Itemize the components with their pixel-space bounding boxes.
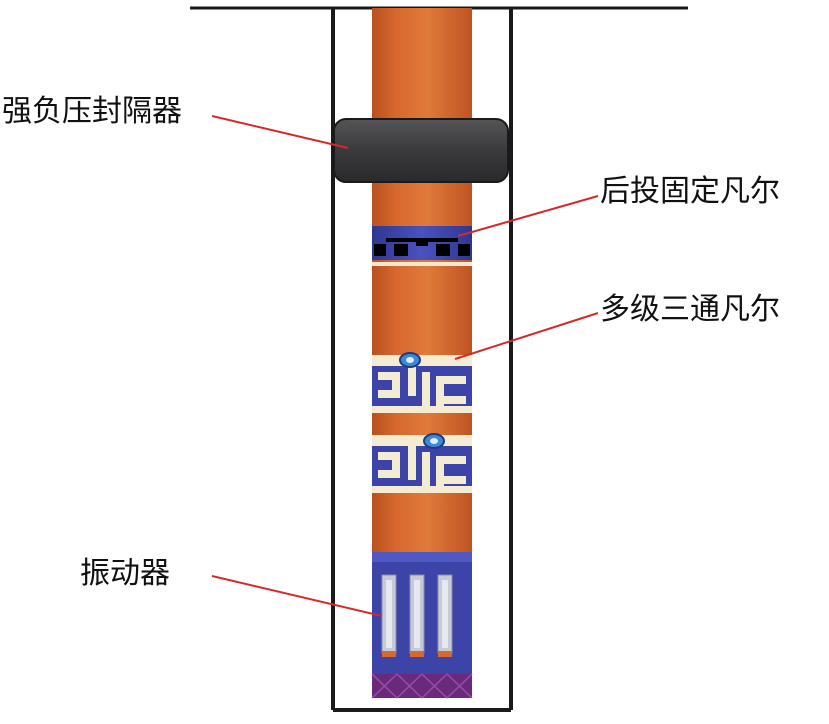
label-packer: 强负压封隔器 (2, 94, 182, 129)
leader-packer (211, 115, 349, 149)
leader-multi-valve (454, 312, 599, 360)
three-way-valve-upper (372, 352, 472, 413)
tubing-gap-1 (372, 262, 472, 266)
three-way-valve-lower (372, 433, 472, 493)
leader-fixed-valve (457, 195, 599, 237)
packer-ring (333, 118, 509, 183)
fixed-valve-block (372, 226, 472, 260)
leader-vibrator (211, 575, 383, 617)
label-vibrator: 振动器 (80, 556, 170, 591)
label-fixed-valve: 后投固定凡尔 (600, 174, 780, 209)
label-multi-valve: 多级三通凡尔 (600, 292, 780, 327)
vibrator-tubes (371, 552, 473, 699)
